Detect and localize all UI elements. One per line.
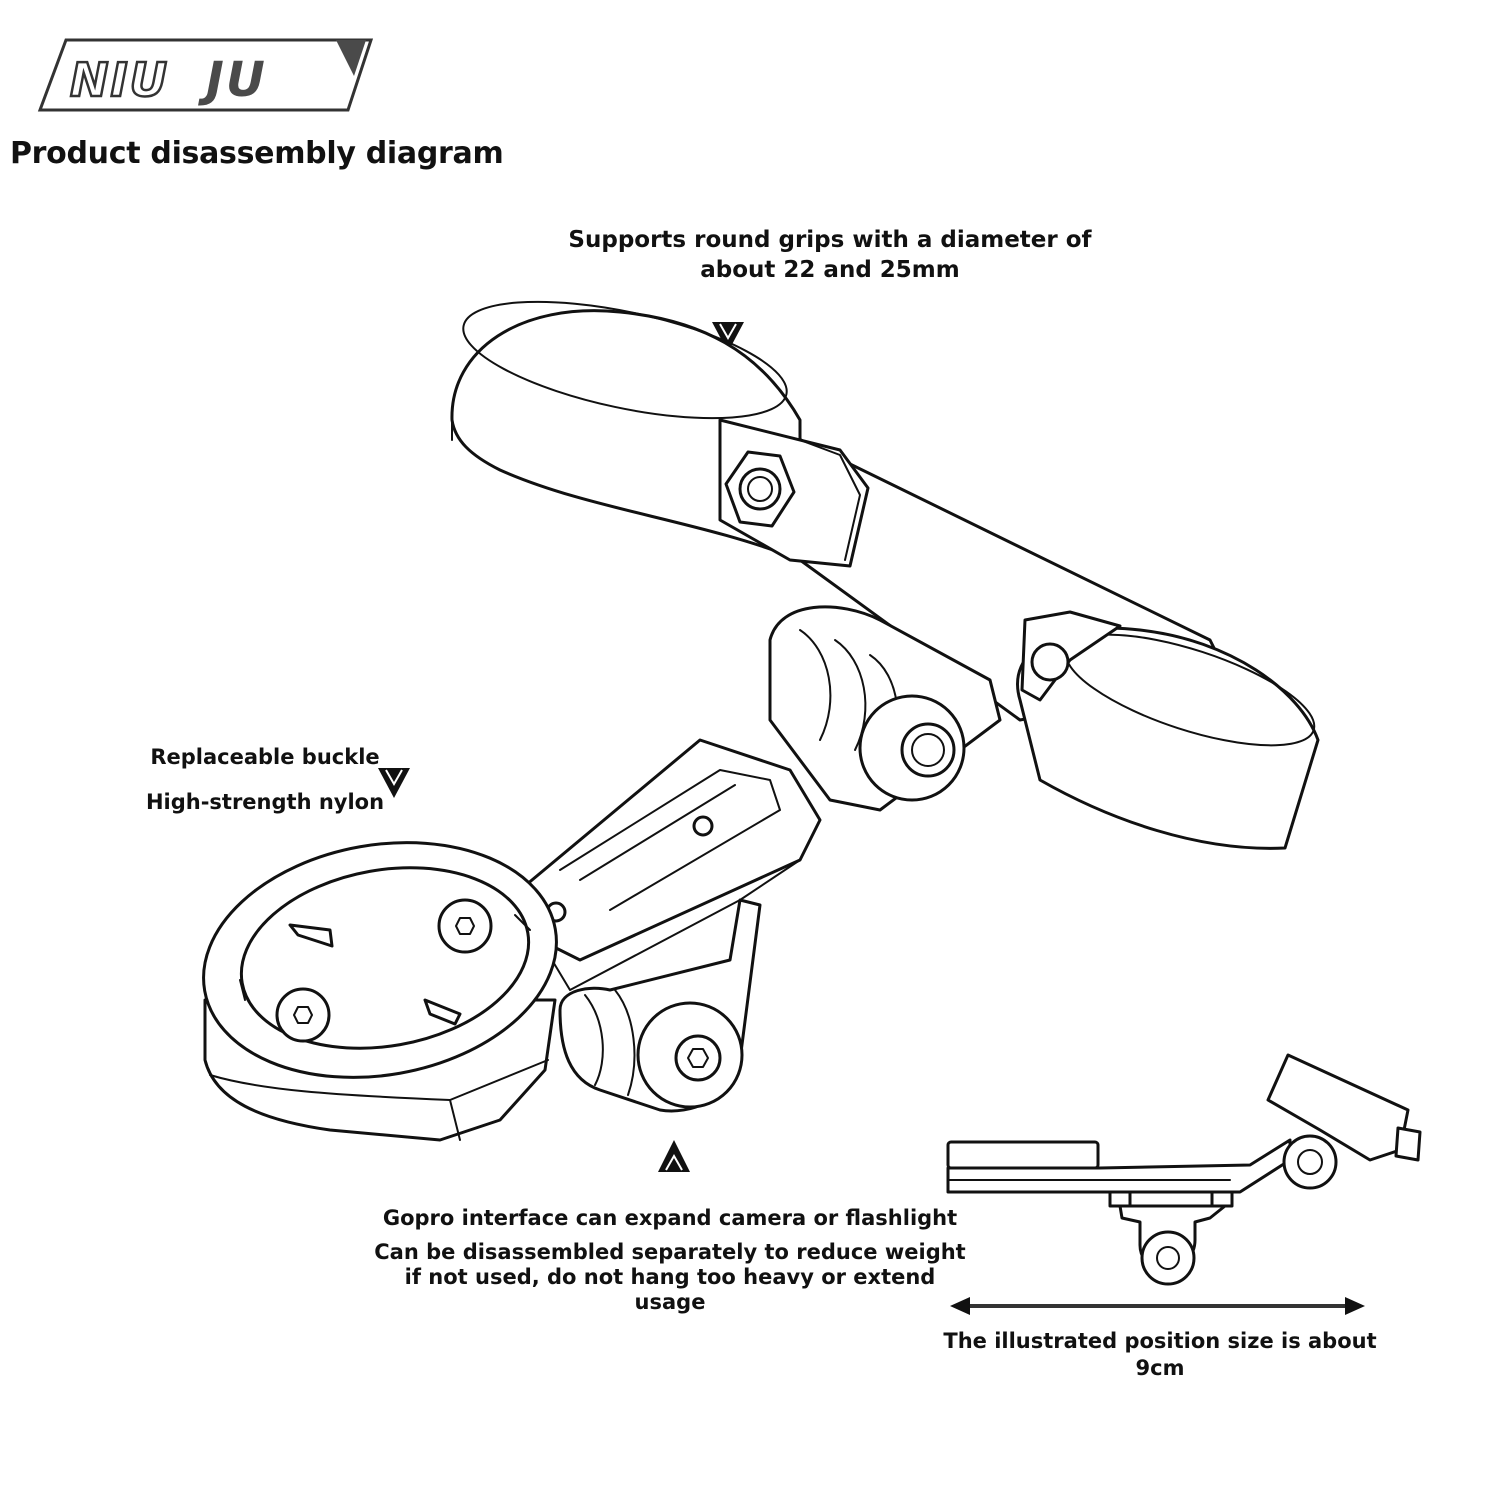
arrow-down-buckle (378, 768, 410, 798)
clamp-hex-nut (718, 418, 870, 568)
logo-text-niu: NIU (70, 53, 169, 107)
computer-mount-head (202, 841, 558, 1142)
gopro-knuckle-upper (768, 605, 1002, 812)
left-grip-clamp (450, 300, 802, 562)
label-buckle: Replaceable buckle (150, 745, 380, 769)
brand-logo: NIU JU (37, 38, 374, 112)
label-size: The illustrated position size is about 9… (943, 1329, 1377, 1381)
label-grips: Supports round grips with a diameter of … (568, 227, 1092, 283)
logo-text-ju: JU (198, 52, 267, 108)
page-title: Product disassembly diagram (10, 136, 504, 171)
label-disassemble: Can be disassembled separately to reduce… (374, 1240, 966, 1315)
extension-arm (518, 738, 822, 991)
side-view-diagram (946, 1053, 1422, 1286)
dimension-arrow (950, 1297, 1365, 1315)
arrow-up-gopro (658, 1140, 690, 1172)
right-grip-clamp (1016, 610, 1320, 850)
label-gopro: Gopro interface can expand camera or fla… (382, 1206, 958, 1230)
gopro-mount-lower (558, 898, 762, 1113)
label-nylon: High-strength nylon (145, 790, 385, 814)
arrow-down-grips (712, 322, 744, 352)
